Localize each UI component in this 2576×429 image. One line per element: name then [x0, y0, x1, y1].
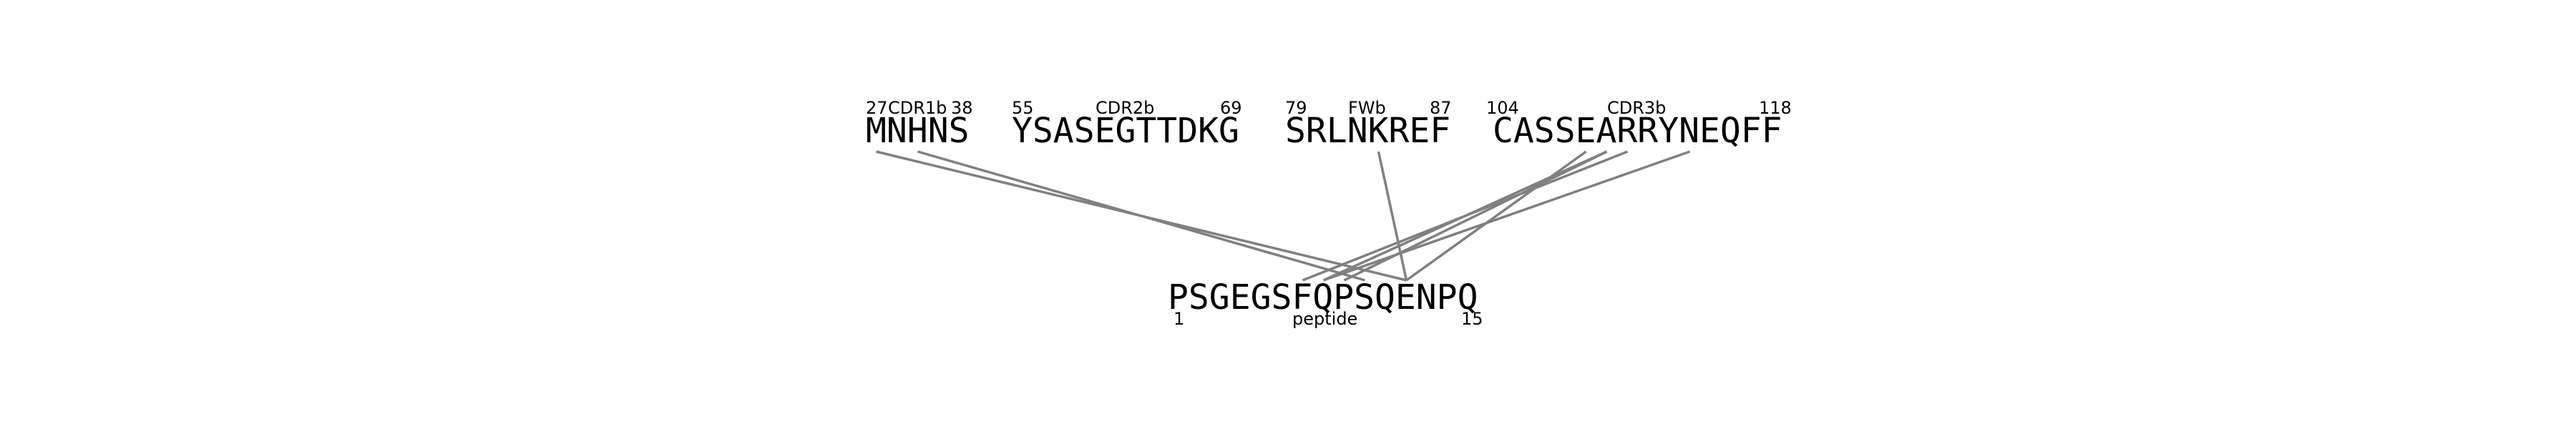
- fwb-end-label: 87: [1430, 98, 1452, 118]
- segment-cdr3b: 104 CDR3b 118 CASSEARRYNEQFF: [1486, 98, 1792, 151]
- cdr3b-end-label: 118: [1759, 98, 1792, 118]
- contact-line-fwb-5-peptide-12: [1377, 151, 1408, 281]
- cdr2b-start-label: 55: [1012, 98, 1034, 118]
- peptide-end-label: 15: [1461, 309, 1483, 329]
- cdr2b-name-label: CDR2b: [1096, 98, 1154, 118]
- cdr2b-sequence: YSASEGTTDKG: [1012, 111, 1239, 151]
- cdr2b-end-label: 69: [1220, 98, 1242, 118]
- cdr1b-start-label: 27: [866, 98, 888, 118]
- contact-line-cdr3b-5-peptide-12: [1405, 150, 1587, 282]
- cdr1b-sequence: MNHNS: [866, 111, 970, 151]
- fwb-start-label: 79: [1285, 98, 1307, 118]
- peptide-name-label: peptide: [1292, 309, 1357, 329]
- segment-cdr2b: 55 CDR2b 69 YSASEGTTDKG: [1012, 98, 1242, 151]
- cdr3b-sequence: CASSEARRYNEQFF: [1493, 111, 1782, 151]
- fwb-name-label: FWb: [1348, 98, 1386, 118]
- contact-line-cdr1b-3-peptide-10: [917, 150, 1365, 282]
- contact-line-cdr3b-7-peptide-7: [1302, 150, 1629, 282]
- peptide-sequence: PSGEGSFQPSQENPQ: [1168, 277, 1478, 317]
- cdr3b-name-label: CDR3b: [1607, 98, 1666, 118]
- cdr1b-name-label: CDR1b: [888, 98, 947, 118]
- cdr3b-start-label: 104: [1486, 98, 1519, 118]
- cdr1b-end-label: 38: [951, 98, 973, 118]
- peptide: PSGEGSFQPSQENPQ 1 peptide 15: [1168, 277, 1483, 329]
- contact-line-cdr3b-10-peptide-8: [1322, 150, 1691, 282]
- segment-cdr1b: 27 CDR1b 38 MNHNS: [866, 98, 973, 151]
- peptide-start-label: 1: [1174, 309, 1184, 329]
- fwb-sequence: SRLNKREF: [1285, 111, 1450, 151]
- segment-fwb: 79 FWb 87 SRLNKREF: [1285, 98, 1452, 151]
- contact-lines: [876, 150, 1691, 282]
